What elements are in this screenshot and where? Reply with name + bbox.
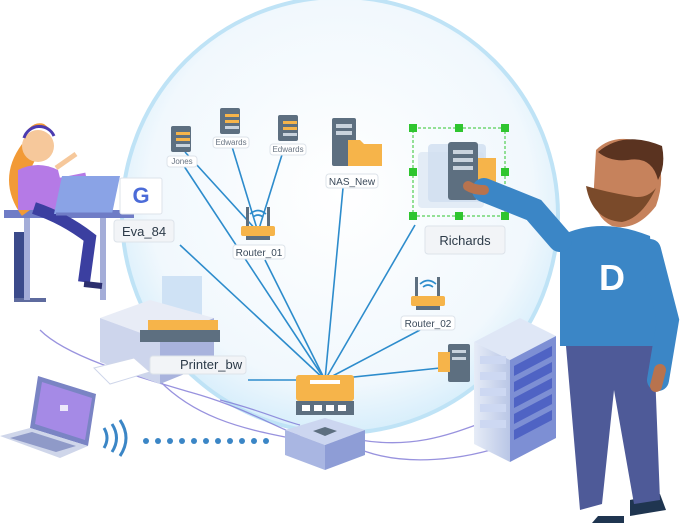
richards-label: Richards <box>439 233 491 248</box>
selection-handles[interactable] <box>409 124 509 220</box>
server-edwards-1-label: Edwards <box>215 138 246 147</box>
nas-label: NAS_New <box>329 177 376 188</box>
router-01[interactable]: Router_01 <box>232 207 286 260</box>
laptop[interactable] <box>0 376 128 458</box>
server-edwards-2[interactable]: Edwards <box>269 115 307 156</box>
router-02-label: Router_02 <box>405 319 452 330</box>
wifi-icon <box>419 279 437 288</box>
connection-lines <box>179 139 441 381</box>
eva-workstation[interactable]: G Eva_84 <box>113 177 175 243</box>
server-jones[interactable]: Jones <box>166 126 198 168</box>
g-logo: G <box>132 183 149 208</box>
wifi-icon <box>249 209 267 218</box>
nas-device[interactable]: NAS_New <box>325 118 382 189</box>
server-edwards-2-label: Edwards <box>272 145 303 154</box>
router-02[interactable]: Router_02 <box>400 277 456 331</box>
folder-icon <box>348 140 382 166</box>
server-edwards-1[interactable]: Edwards <box>212 108 250 149</box>
eva-label: Eva_84 <box>122 224 166 239</box>
wireless-dots <box>143 438 269 444</box>
person-eva <box>4 123 134 302</box>
router-01-label: Router_01 <box>236 248 283 259</box>
server-rack[interactable] <box>474 318 556 462</box>
wifi-signal-icon <box>102 419 128 457</box>
person-man: D <box>463 138 680 523</box>
printer-label: Printer_bw <box>180 357 243 372</box>
shirt-logo: D <box>599 257 625 298</box>
server-small-right[interactable] <box>438 344 470 382</box>
printer[interactable]: Printer_bw <box>93 276 247 385</box>
network-switch[interactable] <box>285 375 365 470</box>
server-jones-label: Jones <box>171 157 192 166</box>
